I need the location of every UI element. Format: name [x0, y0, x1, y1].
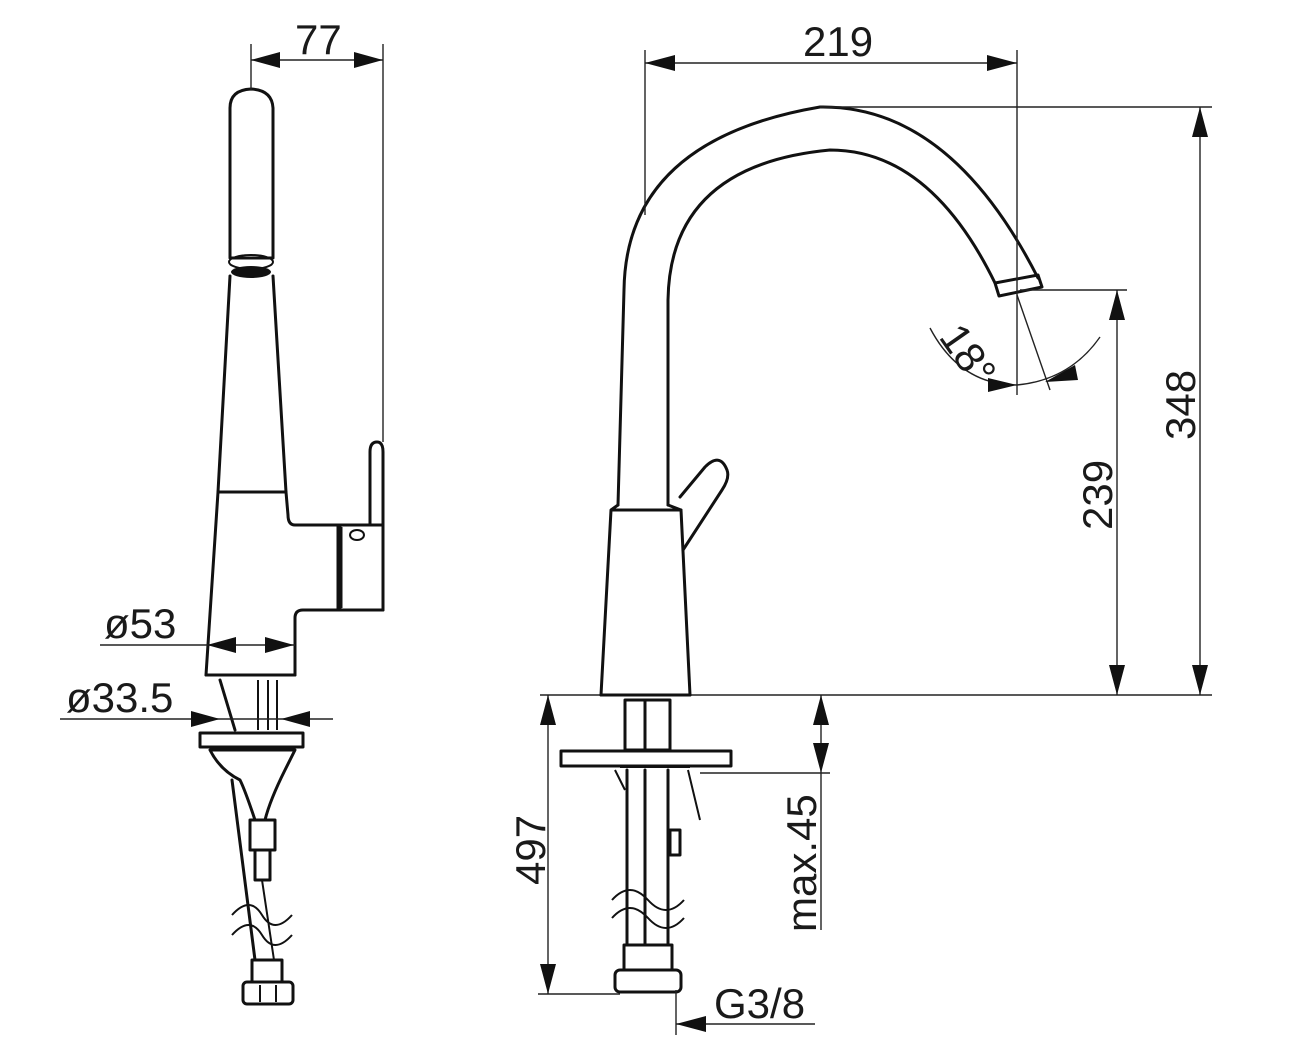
front-break-mark-2 — [611, 907, 685, 929]
side-break-mark-1 — [231, 904, 293, 926]
side-lever-block — [336, 523, 385, 612]
front-spout-tip — [993, 273, 1044, 298]
side-spout-tube — [228, 87, 275, 260]
side-break-mark-2 — [231, 924, 293, 946]
dim-angle-line — [1016, 294, 1051, 391]
dim-53-label: ø53 — [104, 600, 176, 647]
side-mounting-plate — [198, 731, 305, 749]
dim-219-label: 219 — [803, 18, 873, 65]
side-connector — [250, 958, 284, 984]
front-stud-right — [643, 698, 672, 752]
front-connector — [622, 943, 674, 972]
side-mount-bracket — [208, 748, 297, 822]
front-mounting-plate — [559, 749, 733, 768]
side-hose — [218, 678, 237, 732]
dim-g38-label: G3/8 — [714, 980, 805, 1027]
dim-77-label: 77 — [295, 16, 342, 63]
side-lever-pivot — [349, 529, 365, 541]
front-stud-left — [623, 698, 647, 752]
front-spout-inner — [666, 148, 997, 507]
side-hose-lower — [230, 778, 257, 962]
dim-239-label: 239 — [1074, 460, 1121, 530]
side-shank — [248, 818, 277, 852]
front-lever — [678, 458, 730, 552]
side-body-upper — [216, 274, 288, 494]
side-lever-handle — [368, 440, 385, 612]
front-valve — [668, 828, 682, 857]
side-spout-ring-dark — [231, 266, 271, 278]
side-hose-lower2 — [261, 879, 275, 961]
dim-348-label: 348 — [1157, 370, 1204, 440]
front-break-mark-1 — [611, 889, 685, 911]
front-connector-nut — [613, 968, 683, 994]
dim-max45-label: max.45 — [778, 794, 825, 932]
front-body — [599, 503, 692, 697]
front-spout-outer — [616, 105, 1040, 507]
front-plate-bracket — [614, 766, 701, 821]
dim-497-label: 497 — [507, 815, 554, 885]
dim-33-5-label: ø33.5 — [66, 674, 173, 721]
front-view: 219 18° 348 239 497 max.45 — [507, 18, 1212, 1035]
side-view: 77 ø53 ø33.5 — [60, 16, 385, 1006]
side-connector-nut — [241, 980, 295, 1006]
side-shank-nut — [253, 848, 272, 882]
side-body-lower — [204, 490, 342, 677]
